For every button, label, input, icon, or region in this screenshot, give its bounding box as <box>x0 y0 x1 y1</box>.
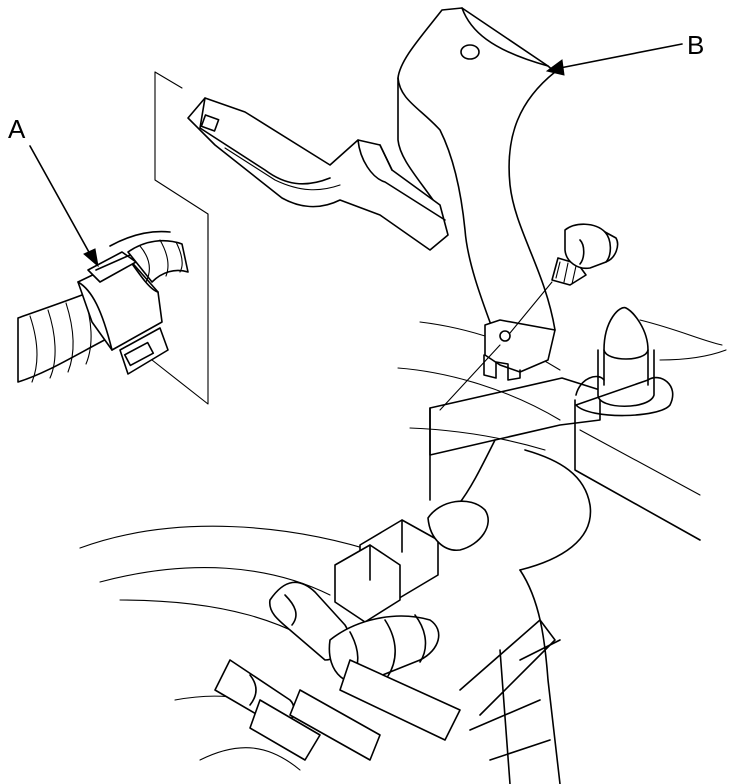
engine-assembly-lines <box>80 320 726 770</box>
mounting-stud <box>576 308 673 416</box>
arrowhead-b <box>547 60 564 75</box>
bracket-b <box>188 8 555 380</box>
engine-block <box>430 378 700 784</box>
clip-mounting-plane <box>152 72 208 404</box>
wiring-connector <box>335 501 488 622</box>
callout-label-a: A <box>8 114 26 144</box>
callout-a-leader <box>30 146 98 266</box>
arrowhead-a <box>84 249 98 266</box>
hose-pipes <box>215 582 560 784</box>
harness-clip-a <box>18 232 188 382</box>
bolt <box>552 224 618 285</box>
bolt-install-path <box>440 282 552 410</box>
callout-label-b: B <box>687 30 705 60</box>
callout-b-leader <box>547 44 682 75</box>
